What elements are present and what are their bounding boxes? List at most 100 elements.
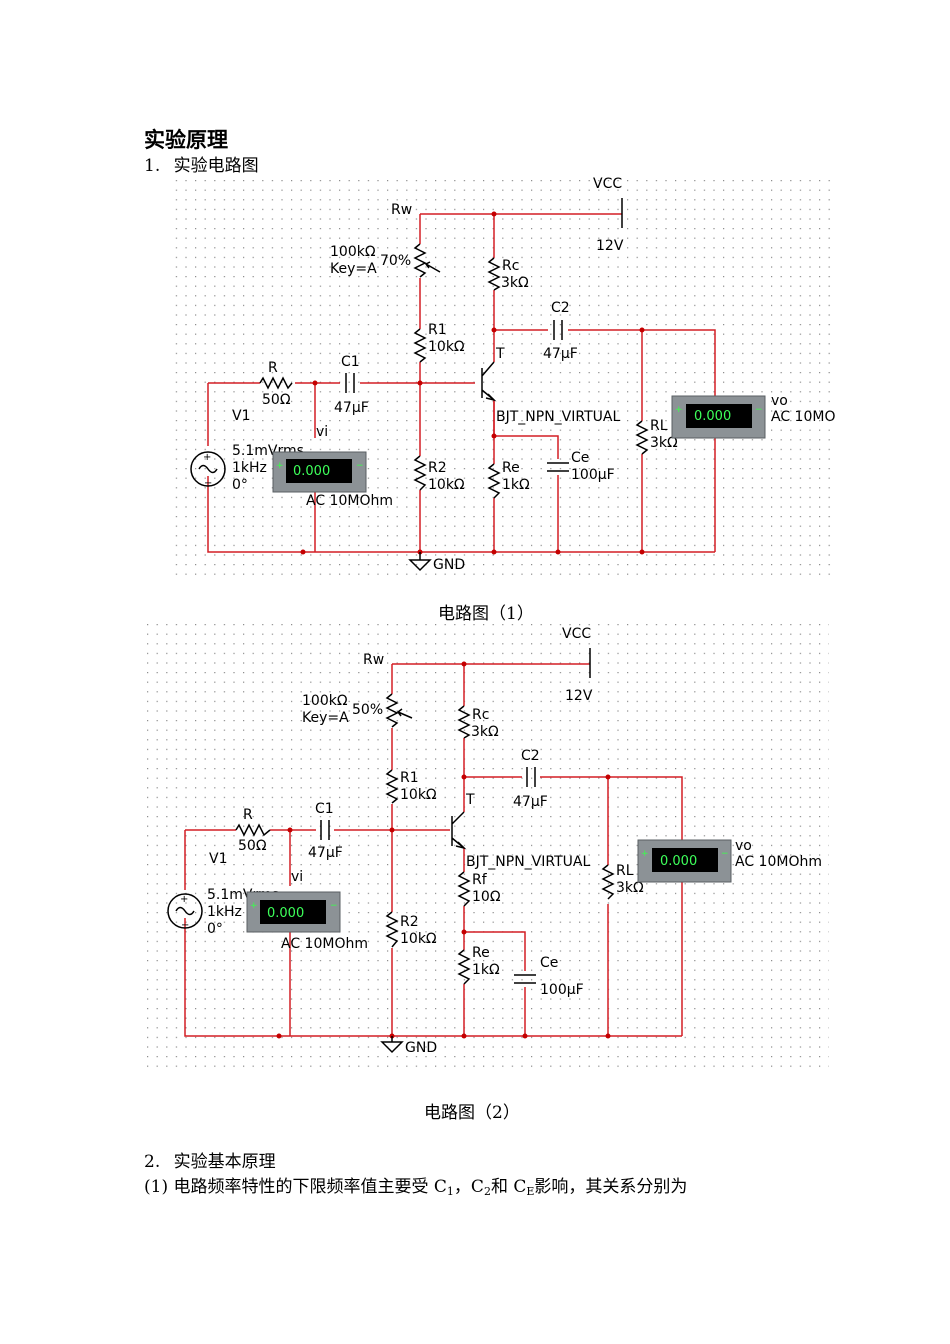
r1-value: 10kΩ [400,787,437,803]
svg-text:+: + [180,894,188,905]
svg-text:+: + [276,461,284,471]
item-3-number: (1) [144,1177,169,1197]
transistor-t: T BJT_NPN_VIRTUAL [481,346,620,425]
bjt-model: BJT_NPN_VIRTUAL [496,409,620,425]
voltmeter-vo[interactable]: 0.000 +− vo AC 10MOhm [637,838,822,883]
rw-value: 100kΩ [302,693,348,709]
resistor-r2: R2 10kΩ [385,911,437,948]
voltmeter-vi[interactable]: 0.000 +− vi AC 10MOhm [246,869,368,952]
v1-frequency: 1kHz [207,904,242,920]
v1-phase: 0° [207,921,223,937]
svg-text:−: − [356,461,364,471]
junction-dots [276,661,611,1039]
resistor-r1: R1 10kΩ [413,322,465,363]
re-value: 1kΩ [502,477,530,493]
voltmeter-vo[interactable]: 0.000 + − vo AC 10MO [671,393,835,439]
ce-value: 100μF [571,467,615,483]
svg-text:+: + [675,405,683,415]
resistor-re: Re 1kΩ [457,945,500,985]
v1-frequency: 1kHz [232,460,267,476]
r2-name: R2 [428,460,447,476]
rl-name: RL [616,863,634,879]
item-1-number: 1. [144,156,161,176]
item-3-text-b: ，C [453,1177,484,1197]
vo-mode: AC 10MO [771,409,835,425]
rf-name: Rf [472,872,488,888]
potentiometer-rw[interactable]: Rw 100kΩ Key=A 70% [330,202,441,278]
r1-name: R1 [428,322,447,338]
resistor-rc: Rc 3kΩ [457,705,499,740]
r1-value: 10kΩ [428,339,465,355]
vi-mode: AC 10MOhm [281,936,368,952]
re-name: Re [472,945,490,961]
capacitor-c1: C1 47μF [334,354,369,416]
resistor-r1: R1 10kΩ [385,769,437,804]
c2-value: 47μF [513,794,548,810]
vo-label: vo [735,838,752,854]
ground: GND [408,552,465,573]
transistor-t: T BJT_NPN_VIRTUAL [451,792,590,870]
capacitor-c2: C2 47μF [543,300,578,362]
rl-name: RL [650,418,668,434]
rl-value: 3kΩ [616,880,644,896]
rw-key: Key=A [330,261,377,277]
capacitor-c1: C1 47μF [308,801,343,861]
junction-dots [300,211,645,555]
svg-text:+: + [250,901,258,911]
vcc-label: VCC [562,626,591,642]
rw-value: 100kΩ [330,244,376,260]
capacitor-c2: C2 47μF [513,748,548,810]
item-2-text: 实验基本原理 [173,1152,276,1172]
vcc-value: 12V [596,238,624,254]
vcc-source: VCC 12V [562,626,593,704]
rl-value: 3kΩ [650,435,678,451]
r-name: R [268,360,278,376]
rc-name: Rc [472,707,489,723]
c2-name: C2 [551,300,570,316]
gnd-label: GND [405,1040,437,1056]
ce-name: Ce [571,450,589,466]
bjt-model: BJT_NPN_VIRTUAL [466,854,590,870]
resistor-rc: Rc 3kΩ [487,257,529,291]
item-2-number: 2. [144,1152,161,1172]
vo-reading: 0.000 [660,854,697,869]
potentiometer-rw[interactable]: Rw 100kΩ Key=A 50% [302,652,413,728]
vo-reading: 0.000 [694,409,731,424]
c1-name: C1 [341,354,360,370]
svg-text:−: − [721,849,729,859]
rw-percent: 50% [352,702,383,718]
r1-name: R1 [400,770,419,786]
rw-name: Rw [391,202,412,218]
capacitor-ce: Ce 100μF [514,955,584,998]
circuit-diagram-1: VCC 12V Rw 100kΩ Key=A 70% Rc 3kΩ C2 47μ… [173,176,837,582]
resistor-rl: RL 3kΩ [635,418,678,455]
caption-1: 电路图（1） [438,604,534,624]
vi-reading: 0.000 [267,906,304,921]
ce-name: Ce [540,955,558,971]
resistor-rl: RL 3kΩ [601,863,644,900]
resistor-r2: R2 10kΩ [413,455,465,493]
svg-text:+: + [641,849,649,859]
r-name: R [243,807,253,823]
svg-text:−: − [330,901,338,911]
r2-value: 10kΩ [428,477,465,493]
voltmeter-vi[interactable]: 0.000 +− vi AC 10MOhm [272,424,393,509]
rf-value: 10Ω [472,889,501,905]
vi-reading: 0.000 [293,464,330,479]
resistor-rf: Rf 10Ω [457,871,501,907]
item-3-sub-1: 1 [446,1185,454,1198]
svg-text:−: − [755,405,763,415]
rc-value: 3kΩ [501,275,529,291]
resistor-r: R 50Ω [259,360,293,408]
vo-label: vo [771,393,788,409]
vi-mode: AC 10MOhm [306,493,393,509]
vcc-value: 12V [565,688,593,704]
item-3-sub-2: 2 [483,1185,491,1198]
v1-name: V1 [232,408,250,424]
item-3-text-a: 电路频率特性的下限频率值主要受 C [173,1177,447,1197]
item-3-text-c: 和 C [490,1177,527,1197]
item-3: (1) 电路频率特性的下限频率值主要受 C1，C2和 CE影响，其关系分别为 [144,1172,687,1198]
c2-name: C2 [521,748,540,764]
resistor-r: R 50Ω [235,807,271,854]
t-name: T [465,792,475,808]
